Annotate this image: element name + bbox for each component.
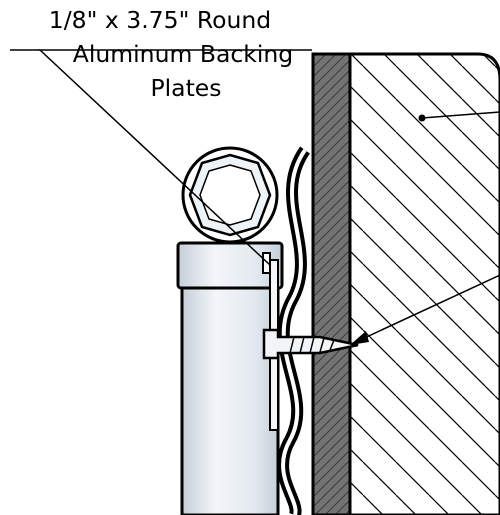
screw-thread-1	[289, 336, 295, 354]
pipe-collar	[176, 241, 284, 290]
callout-line-1: 1/8" x 3.75" Round	[49, 6, 271, 34]
screw-thread-5	[329, 339, 335, 351]
callout-leader-line	[38, 49, 312, 266]
screw	[262, 328, 359, 360]
wall-stud	[348, 52, 500, 515]
callout-line-2: Aluminum Backing	[73, 40, 293, 68]
screw-thread-4	[319, 337, 325, 353]
pipe-body	[180, 283, 280, 515]
callout-line-3: Plates	[150, 74, 221, 102]
screw-leader-line	[359, 274, 500, 341]
screw-thread-2	[299, 336, 305, 354]
drywall-layer	[311, 52, 352, 515]
wall-leader-line	[421, 111, 500, 119]
hex-nut-inner	[199, 164, 261, 226]
wall-leader-dot	[418, 114, 426, 122]
screw-leader-arrow	[350, 331, 369, 345]
screw-thread-3	[309, 336, 315, 354]
